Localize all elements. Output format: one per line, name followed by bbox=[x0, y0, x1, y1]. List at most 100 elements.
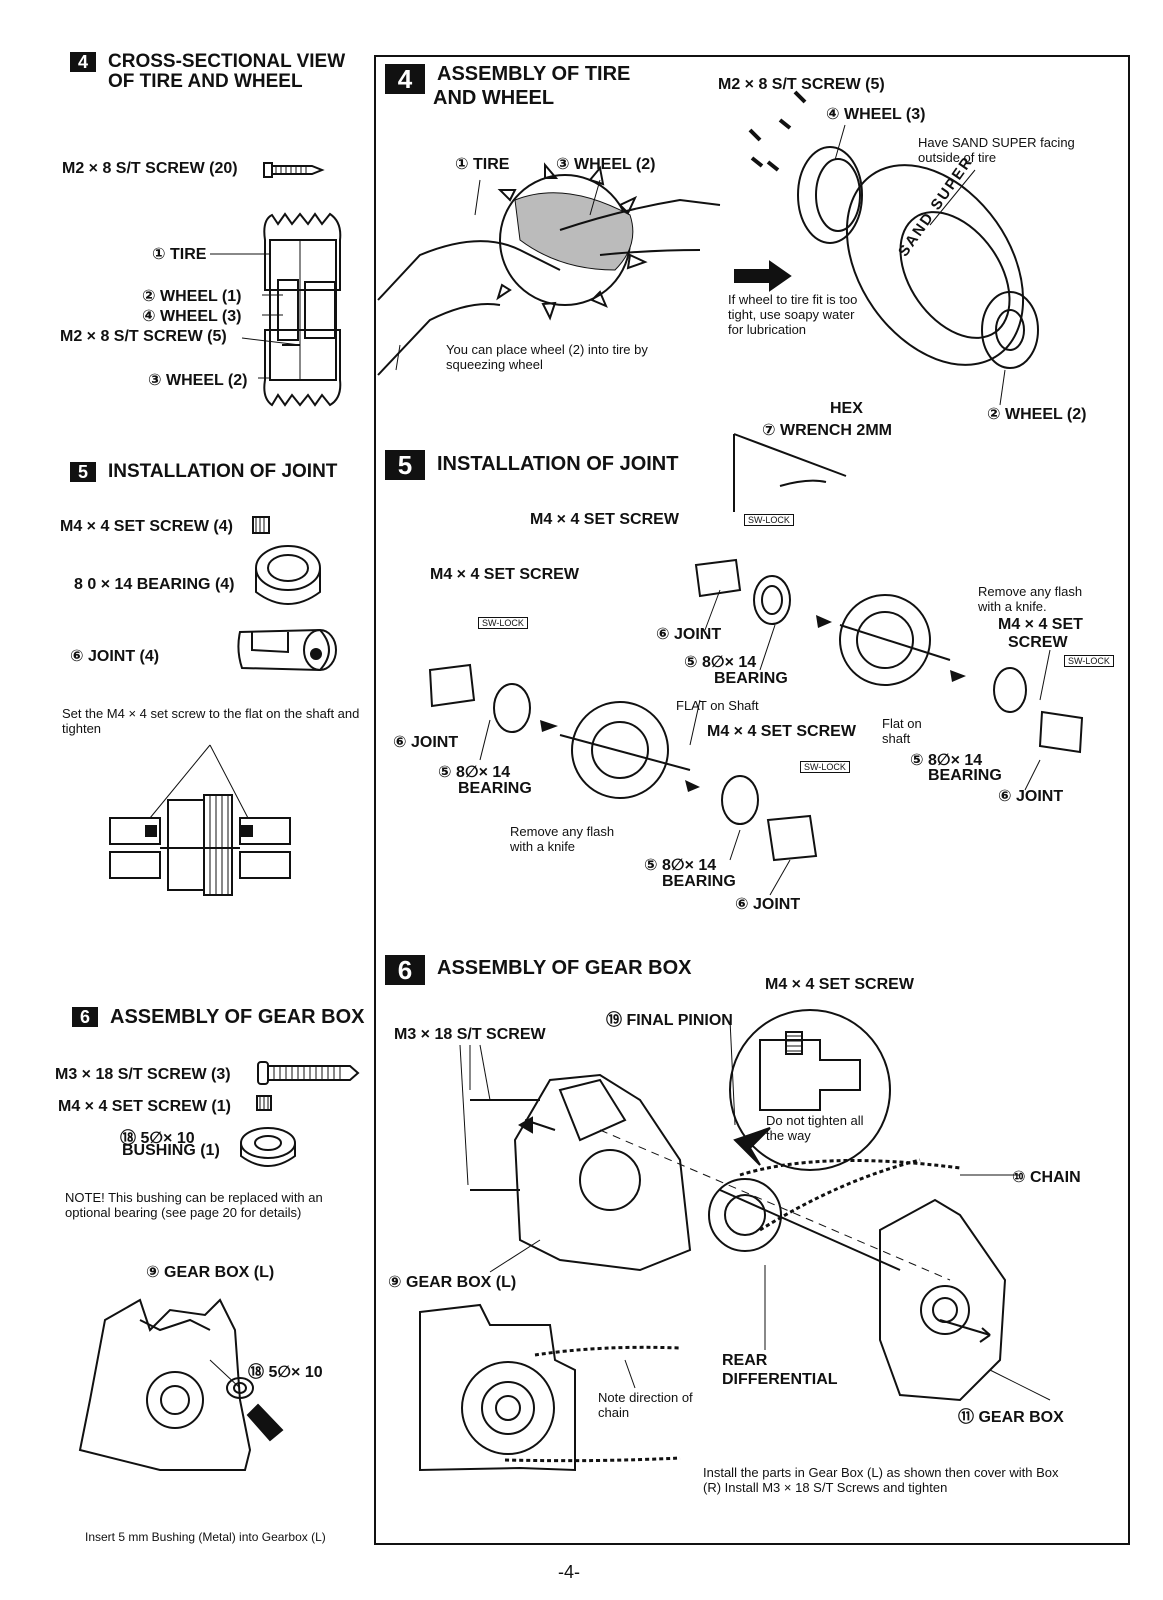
gearbox-left-detail-drawing bbox=[419, 1303, 681, 1472]
label-gearbox-left: ⑨ GEAR BOX (L) bbox=[146, 1264, 275, 1281]
label-right-wheel2: ③ WHEEL (2) bbox=[556, 156, 656, 173]
label-wheel3: ④ WHEEL (3) bbox=[142, 308, 242, 325]
hex-wrench-drawing bbox=[733, 433, 847, 512]
label-bearing-right-size: ⑤ 8∅× 14 bbox=[910, 752, 983, 769]
right-section-5-title: INSTALLATION OF JOINT bbox=[437, 453, 679, 475]
bushing-icon bbox=[240, 1127, 296, 1167]
note-bushing-optional: NOTE! This bushing can be replaced with … bbox=[65, 1190, 323, 1220]
left-section-5-heading: 5 INSTALLATION OF JOINT bbox=[70, 462, 337, 482]
bearing-icon bbox=[255, 545, 321, 605]
label-set-screw-1: M4 × 4 SET SCREW (1) bbox=[58, 1098, 231, 1115]
left-section-4-number: 4 bbox=[70, 52, 96, 72]
differential-drawing bbox=[109, 744, 291, 896]
label-hex: HEX bbox=[830, 400, 863, 417]
label-screw-3: M3 × 18 S/T SCREW (3) bbox=[55, 1066, 231, 1083]
main-instruction-frame bbox=[374, 55, 1130, 1545]
label-bearing-mid-size: ⑤ 8∅× 14 bbox=[684, 654, 757, 671]
label-bushing-size: ⑱ 5∅× 10 bbox=[120, 1130, 195, 1147]
right-section-4-title-line2: AND WHEEL bbox=[433, 87, 555, 109]
note-remove-flash-left: Remove any flash with a knife bbox=[510, 824, 615, 854]
page-number: -4- bbox=[558, 1562, 580, 1582]
label-set-screw-right-2: SCREW bbox=[1008, 634, 1068, 651]
gearbox-exploded-drawing bbox=[470, 1073, 1007, 1402]
label-screw-20: M2 × 8 S/T SCREW (20) bbox=[62, 160, 238, 177]
set-screw-icon-2 bbox=[256, 1095, 272, 1111]
right-section-5-number: 5 bbox=[385, 450, 425, 480]
label-bearing-mid: BEARING bbox=[714, 670, 788, 687]
label-right-screw-5: M2 × 8 S/T SCREW (5) bbox=[718, 76, 885, 93]
label-differential: DIFFERENTIAL bbox=[722, 1371, 838, 1388]
label-screw-5: M2 × 8 S/T SCREW (5) bbox=[60, 328, 227, 345]
label-gb-screw: M3 × 18 S/T SCREW bbox=[394, 1026, 546, 1043]
left-section-6-number: 6 bbox=[72, 1007, 98, 1027]
label-final-pinion: ⑲ FINAL PINION bbox=[606, 1012, 733, 1029]
note-chain-direction: Note direction of chain bbox=[598, 1390, 693, 1420]
right-section-4-heading: 4 ASSEMBLY OF TIRE bbox=[385, 64, 630, 94]
joint-icon bbox=[237, 628, 337, 672]
note-soapy-water: If wheel to tire fit is too tight, use s… bbox=[728, 292, 858, 337]
left-section-5-number: 5 bbox=[70, 462, 96, 482]
label-set-screw-left: M4 × 4 SET SCREW bbox=[430, 566, 579, 583]
left-section-4-title-line2: OF TIRE AND WHEEL bbox=[108, 71, 303, 92]
label-joint-bottom: ⑥ JOINT bbox=[735, 896, 801, 913]
left-section-6-heading: 6 ASSEMBLY OF GEAR BOX bbox=[72, 1007, 365, 1027]
label-set-screw-4: M4 × 4 SET SCREW (4) bbox=[60, 518, 233, 535]
label-joint-right: ⑥ JOINT bbox=[998, 788, 1064, 805]
note-sand-super: Have SAND SUPER facing outside of tire bbox=[918, 135, 1075, 165]
left-section-4-heading: 4 CROSS-SECTIONAL VIEW bbox=[70, 52, 345, 72]
joint-and-bearing-assembly-drawing bbox=[428, 558, 1084, 862]
set-screw-icon bbox=[252, 516, 270, 534]
label-bearing-right: BEARING bbox=[928, 767, 1002, 784]
right-section-6-title: ASSEMBLY OF GEAR BOX bbox=[437, 957, 692, 979]
sw-lock-tag-top: SW-LOCK bbox=[744, 514, 794, 526]
assembly-arrows bbox=[540, 615, 966, 792]
sw-lock-tag-left: SW-LOCK bbox=[478, 617, 528, 629]
label-joint-mid: ⑥ JOINT bbox=[656, 626, 722, 643]
label-bearing-4: 8 0 × 14 BEARING (4) bbox=[74, 576, 235, 593]
arrow-right-icon bbox=[734, 260, 792, 292]
sw-lock-tag-right: SW-LOCK bbox=[1064, 655, 1114, 667]
chain-drawing bbox=[739, 1158, 1020, 1232]
screw-icon bbox=[263, 162, 325, 178]
label-chain: ⑩ CHAIN bbox=[1012, 1169, 1081, 1186]
right-section-4-number: 4 bbox=[385, 64, 425, 94]
label-set-screw-top: M4 × 4 SET SCREW bbox=[530, 511, 679, 528]
right-section-5-heading: 5 INSTALLATION OF JOINT bbox=[385, 450, 678, 480]
label-gb-set-screw: M4 × 4 SET SCREW bbox=[765, 976, 914, 993]
label-rear: REAR bbox=[722, 1352, 768, 1369]
label-right-wheel2-b: ② WHEEL (2) bbox=[987, 406, 1087, 423]
note-do-not-tighten: Do not tighten all the way bbox=[766, 1113, 864, 1143]
label-tire: ① TIRE bbox=[152, 246, 207, 263]
label-right-wheel3: ④ WHEEL (3) bbox=[826, 106, 926, 123]
long-screw-icon bbox=[257, 1061, 360, 1085]
label-wheel1: ② WHEEL (1) bbox=[142, 288, 242, 305]
note-remove-flash-right: Remove any flash with a knife. bbox=[978, 584, 1083, 614]
sw-lock-tag-center: SW-LOCK bbox=[800, 761, 850, 773]
left-section-6-title: ASSEMBLY OF GEAR BOX bbox=[110, 1006, 365, 1028]
label-bushing-5x10: ⑱ 5∅× 10 bbox=[248, 1364, 323, 1381]
label-hex-wrench: ⑦ WRENCH 2MM bbox=[762, 422, 892, 439]
label-bearing-left-size: ⑤ 8∅× 14 bbox=[438, 764, 511, 781]
label-wheel2: ③ WHEEL (2) bbox=[148, 372, 248, 389]
label-set-screw-right-1: M4 × 4 SET bbox=[998, 616, 1083, 633]
right-section-6-number: 6 bbox=[385, 955, 425, 985]
set-screw-detail-circle bbox=[729, 1009, 891, 1171]
label-bearing-bottom-size: ⑤ 8∅× 14 bbox=[644, 857, 717, 874]
right-section-6-heading: 6 ASSEMBLY OF GEAR BOX bbox=[385, 955, 692, 985]
label-gearbox: ⑪ GEAR BOX bbox=[958, 1409, 1064, 1426]
label-joint-4: ⑥ JOINT (4) bbox=[70, 648, 160, 665]
left-section-5-title: INSTALLATION OF JOINT bbox=[108, 461, 338, 482]
note-insert-bushing: Insert 5 mm Bushing (Metal) into Gearbox… bbox=[85, 1530, 326, 1544]
label-bearing-bottom: BEARING bbox=[662, 873, 736, 890]
gearbox-left-drawing bbox=[78, 1298, 284, 1471]
label-joint-left: ⑥ JOINT bbox=[393, 734, 459, 751]
note-flat-on-shaft: FLAT on Shaft bbox=[676, 698, 759, 713]
note-set-screw: Set the M4 × 4 set screw to the flat on … bbox=[62, 706, 360, 736]
note-flat-on-shaft-2: Flat on shaft bbox=[882, 716, 922, 746]
label-set-screw-center: M4 × 4 SET SCREW bbox=[707, 723, 856, 740]
left-section-4-title-line1: CROSS-SECTIONAL VIEW bbox=[108, 51, 346, 72]
tire-wheel-exploded-drawing bbox=[797, 146, 1039, 406]
right-section-4-title-line1: ASSEMBLY OF TIRE bbox=[437, 63, 631, 85]
screws-set-drawing bbox=[748, 90, 807, 172]
